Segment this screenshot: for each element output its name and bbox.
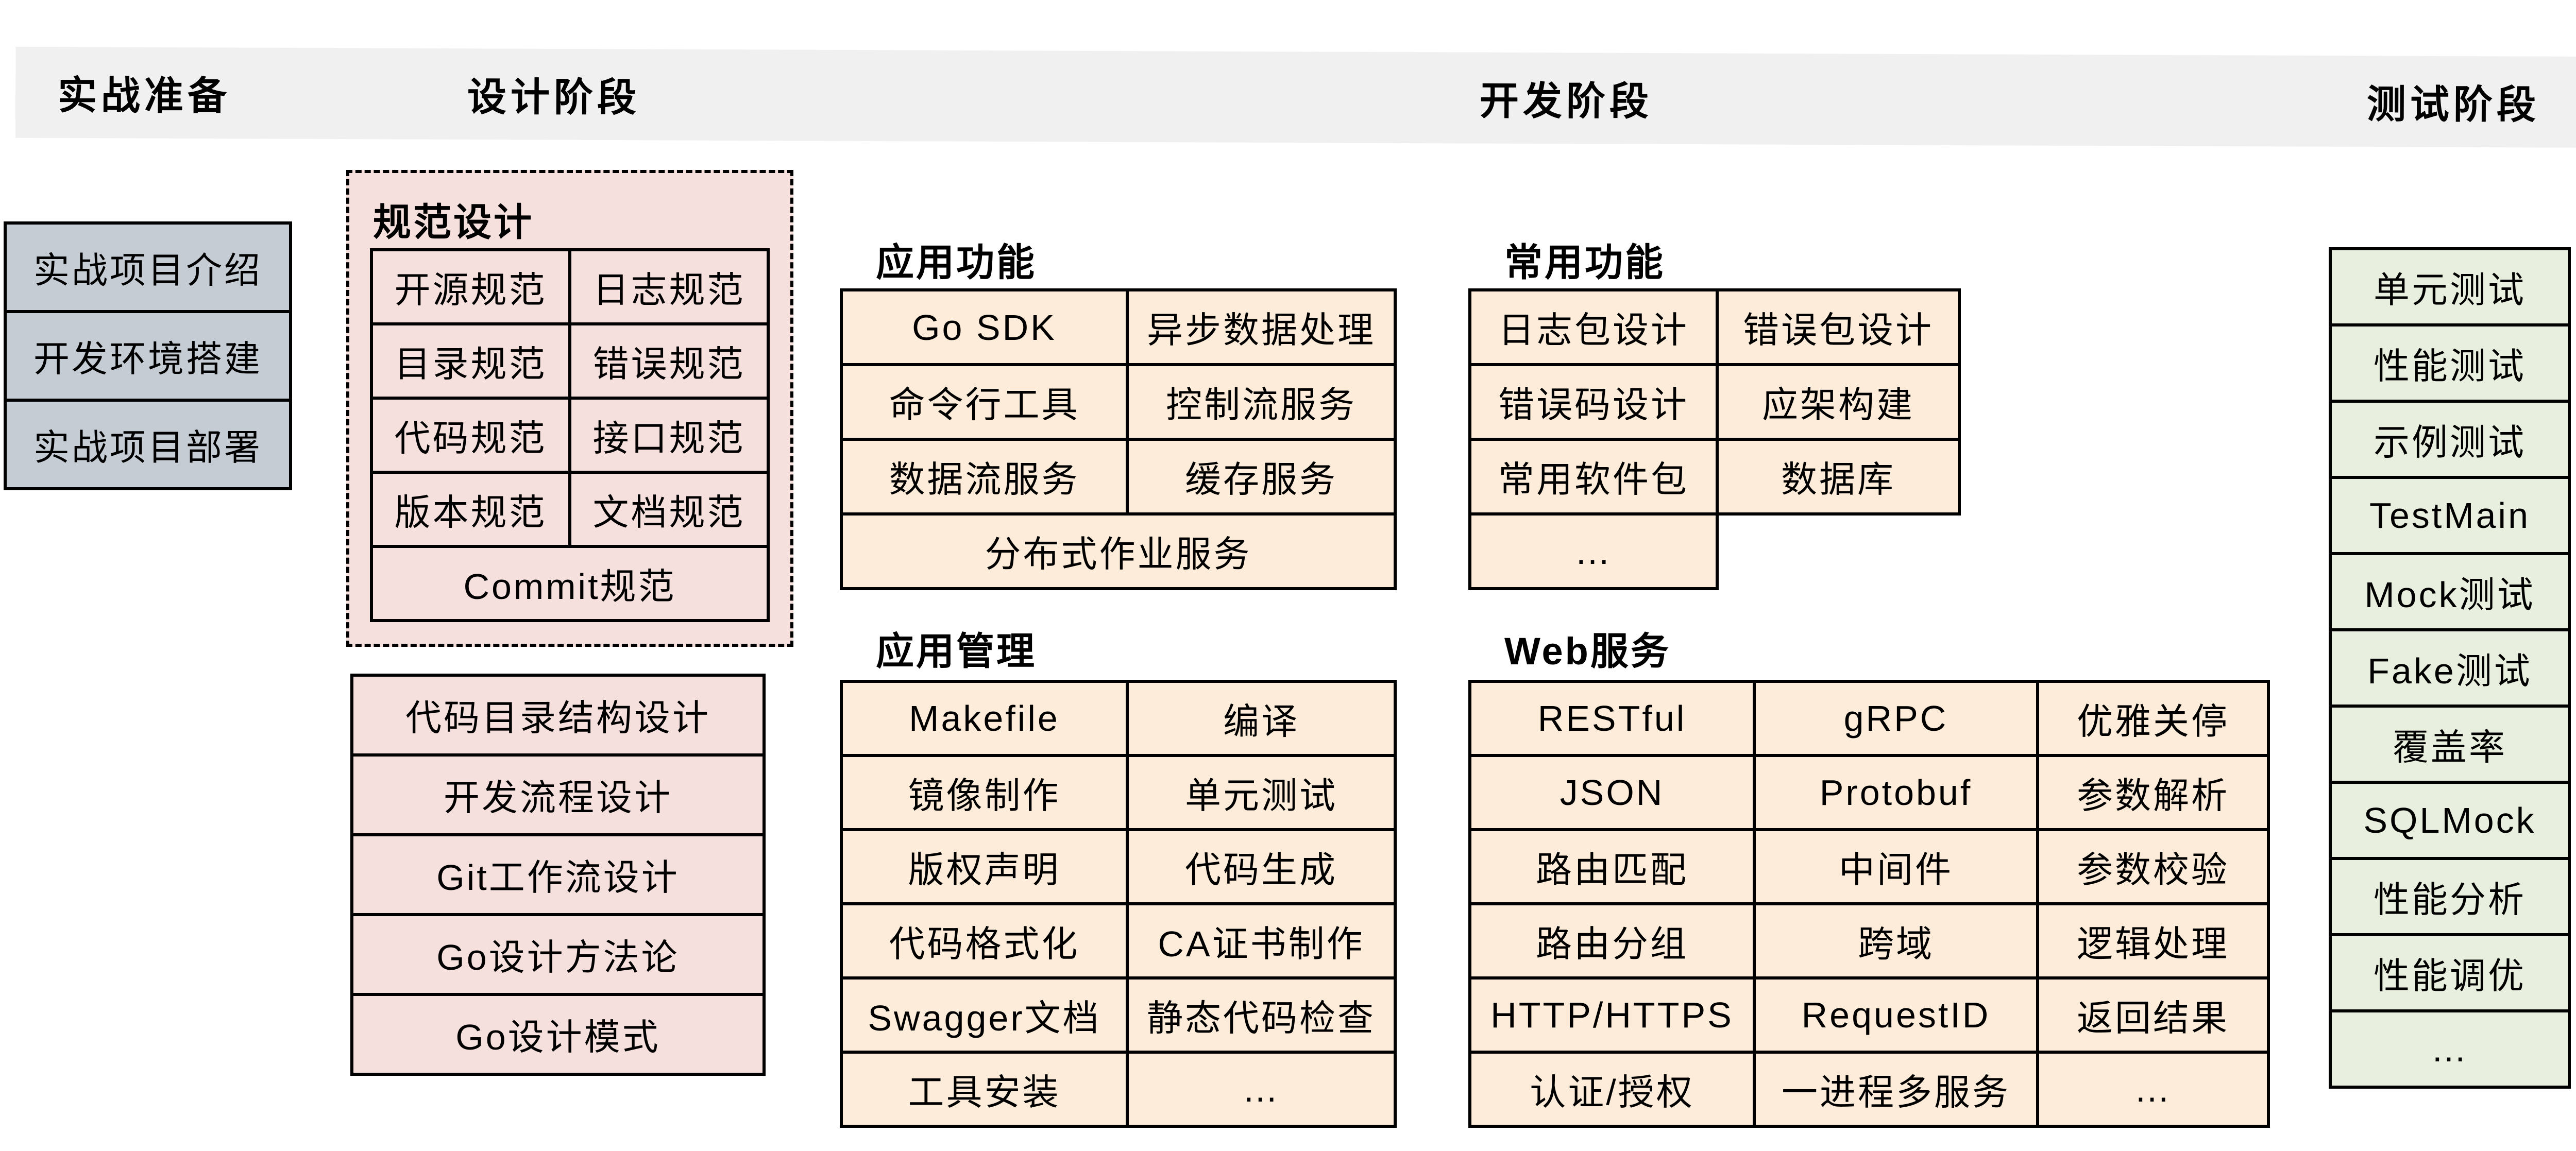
cell-spec: 日志规范: [568, 248, 770, 325]
cell-prep-intro: 实战项目介绍: [4, 221, 292, 313]
common-features-table: 日志包设计 错误包设计 错误码设计 应架构建 常用软件包 数据库 …: [1468, 288, 1961, 590]
cell-test: SQLMock: [2329, 781, 2571, 860]
cell-test: Fake测试: [2329, 628, 2571, 708]
common-features-title: 常用功能: [1504, 241, 1665, 284]
empty-area: [1717, 514, 1959, 589]
cell-spec: 错误规范: [568, 322, 770, 400]
cell-test: 示例测试: [2329, 400, 2571, 479]
cell-web: 优雅关停: [2036, 680, 2270, 757]
cell-appm: 代码生成: [1126, 828, 1397, 905]
stage-label-develop: 开发阶段: [1479, 79, 1653, 124]
cell-appf-footer: 分布式作业服务: [840, 512, 1397, 590]
cell-web: 参数校验: [2036, 828, 2270, 905]
test-column: 单元测试 性能测试 示例测试 TestMain Mock测试 Fake测试 覆盖…: [2329, 247, 2571, 1089]
cell-spec: 版本规范: [370, 471, 571, 548]
spec-design-box: 规范设计 开源规范 日志规范 目录规范 错误规范 代码规范 接口规范 版本规范 …: [346, 170, 793, 647]
cell-test-ellipsis: …: [2329, 1009, 2571, 1089]
cell-web: 跨域: [1753, 902, 2039, 980]
cell-appm: 静态代码检查: [1126, 976, 1397, 1054]
cell-appm: 工具安装: [840, 1051, 1129, 1128]
cell-appf: 命令行工具: [840, 363, 1129, 441]
cell-web: 参数解析: [2036, 754, 2270, 831]
cell-spec: 文档规范: [568, 471, 770, 548]
cell-appf: 数据流服务: [840, 438, 1129, 516]
cell-web: 认证/授权: [1468, 1051, 1756, 1128]
cell-web: 逻辑处理: [2036, 902, 2270, 980]
cell-appm: 代码格式化: [840, 902, 1129, 980]
web-service-table: RESTful gRPC 优雅关停 JSON Protobuf 参数解析 路由匹…: [1468, 680, 2270, 1128]
cell-test: 覆盖率: [2329, 705, 2571, 784]
cell-appf: 异步数据处理: [1126, 288, 1397, 366]
cell-comm: 数据库: [1716, 438, 1961, 516]
cell-spec: 接口规范: [568, 397, 770, 474]
cell-web: gRPC: [1753, 680, 2039, 757]
cell-test: 性能测试: [2329, 323, 2571, 403]
cell-test: 性能分析: [2329, 857, 2571, 936]
cell-appm: 单元测试: [1126, 754, 1397, 831]
cell-comm: 错误包设计: [1716, 288, 1961, 366]
cell-appm: 镜像制作: [840, 754, 1129, 831]
cell-web-ellipsis: …: [2036, 1051, 2270, 1128]
stage-label-design: 设计阶段: [467, 75, 641, 120]
web-service-title: Web服务: [1504, 630, 1671, 673]
cell-appm: Makefile: [840, 680, 1129, 757]
cell-web: 路由分组: [1468, 902, 1756, 980]
cell-prep-env: 开发环境搭建: [4, 310, 292, 402]
cell-comm-ellipsis: …: [1468, 512, 1719, 590]
design-stack: 代码目录结构设计 开发流程设计 Git工作流设计 Go设计方法论 Go设计模式: [350, 674, 766, 1076]
cell-spec: 开源规范: [370, 248, 571, 325]
app-features-table: Go SDK 异步数据处理 命令行工具 控制流服务 数据流服务 缓存服务 分布式…: [840, 288, 1397, 590]
cell-appm: Swagger文档: [840, 976, 1129, 1054]
cell-appm-ellipsis: …: [1126, 1051, 1397, 1128]
cell-comm: 常用软件包: [1468, 438, 1719, 516]
cell-web: RequestID: [1753, 976, 2039, 1054]
cell-web: 一进程多服务: [1753, 1051, 2039, 1128]
cell-design: 代码目录结构设计: [350, 674, 766, 757]
app-management-title: 应用管理: [876, 630, 1037, 673]
cell-design: 开发流程设计: [350, 753, 766, 836]
cell-web: HTTP/HTTPS: [1468, 976, 1756, 1054]
cell-appm: 编译: [1126, 680, 1397, 757]
cell-spec: 目录规范: [370, 322, 571, 400]
cell-web: 路由匹配: [1468, 828, 1756, 905]
cell-comm: 错误码设计: [1468, 363, 1719, 441]
stage-label-prep: 实战准备: [57, 74, 231, 118]
cell-appf: Go SDK: [840, 288, 1129, 366]
cell-web: 返回结果: [2036, 976, 2270, 1054]
cell-prep-deploy: 实战项目部署: [4, 399, 292, 490]
cell-web: JSON: [1468, 754, 1756, 831]
prep-column: 实战项目介绍 开发环境搭建 实战项目部署: [4, 221, 292, 490]
app-management-table: Makefile 编译 镜像制作 单元测试 版权声明 代码生成 代码格式化 CA…: [840, 680, 1397, 1128]
cell-spec-commit: Commit规范: [370, 545, 770, 622]
spec-design-title: 规范设计: [373, 201, 534, 244]
cell-test: 性能调优: [2329, 933, 2571, 1012]
cell-test: Mock测试: [2329, 552, 2571, 631]
cell-web: RESTful: [1468, 680, 1756, 757]
cell-spec: 代码规范: [370, 397, 571, 474]
cell-design: Go设计方法论: [350, 913, 766, 996]
cell-appm: CA证书制作: [1126, 902, 1397, 980]
cell-test: TestMain: [2329, 476, 2571, 555]
cell-web: Protobuf: [1753, 754, 2039, 831]
cell-comm: 日志包设计: [1468, 288, 1719, 366]
cell-test: 单元测试: [2329, 247, 2571, 327]
cell-comm: 应架构建: [1716, 363, 1961, 441]
cell-design: Go设计模式: [350, 993, 766, 1076]
cell-design: Git工作流设计: [350, 833, 766, 916]
cell-appf: 缓存服务: [1126, 438, 1397, 516]
spec-design-table: 开源规范 日志规范 目录规范 错误规范 代码规范 接口规范 版本规范 文档规范 …: [370, 248, 770, 622]
cell-appf: 控制流服务: [1126, 363, 1397, 441]
stage-label-test: 测试阶段: [2366, 82, 2540, 127]
app-features-title: 应用功能: [876, 241, 1037, 284]
cell-appm: 版权声明: [840, 828, 1129, 905]
cell-web: 中间件: [1753, 828, 2039, 905]
